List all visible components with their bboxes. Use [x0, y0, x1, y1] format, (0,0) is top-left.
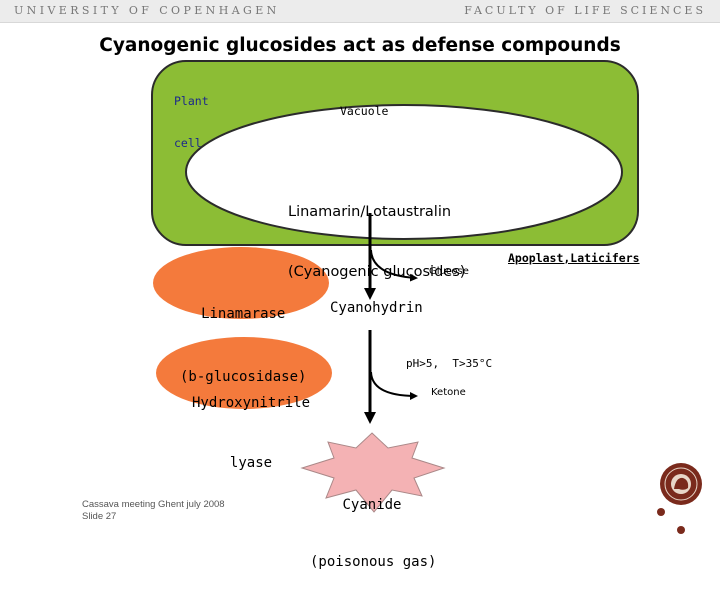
cyanohydrin-label: Cyanohydrin [330, 300, 423, 316]
glucose-branch-arrow [370, 249, 418, 282]
ketone-label: Ketone [431, 387, 466, 398]
arrowhead-cyanide [364, 412, 376, 424]
hnl-label: Hydroxynitrile lyase [192, 395, 311, 471]
ketone-branch-arrow [370, 371, 418, 400]
hnl-ellipse [156, 337, 332, 409]
cyanide-burst [300, 432, 446, 513]
cyanide-label: Cyanide (poisonous gas) [310, 497, 437, 570]
slide-title: Cyanogenic glucosides act as defense com… [99, 35, 621, 56]
linamarase-ellipse [153, 247, 329, 319]
header-bar: UNIVERSITY OF COPENHAGEN FACULTY OF LIFE… [0, 0, 720, 23]
vacuole-contents: Linamarin/Lotaustralin (Cyanogenic gluco… [288, 204, 466, 280]
university-seal-icon [657, 463, 702, 534]
faculty-name: FACULTY OF LIFE SCIENCES [464, 4, 706, 17]
footer-slide-number: Slide 27 [82, 511, 117, 522]
glucose-label: Glucose [429, 266, 469, 277]
university-name: UNIVERSITY OF COPENHAGEN [14, 4, 280, 17]
vacuole-shape [185, 104, 623, 240]
linamarase-label: Linamarase (b-glucosidase) [180, 306, 307, 385]
arrowhead-cyanohydrin [364, 288, 376, 300]
footer-meeting: Cassava meeting Ghent july 2008 [82, 499, 225, 510]
footer: Cassava meeting Ghent july 2008 Slide 27 [82, 499, 225, 523]
diagram-canvas [151, 60, 702, 534]
apoplast-label: Apoplast,Laticifers [508, 251, 640, 265]
conditions-label: pH>5, T>35°C [406, 357, 493, 370]
vacuole-label: Vacuole [340, 104, 389, 118]
plant-cell-label: Plant cell [174, 94, 209, 150]
